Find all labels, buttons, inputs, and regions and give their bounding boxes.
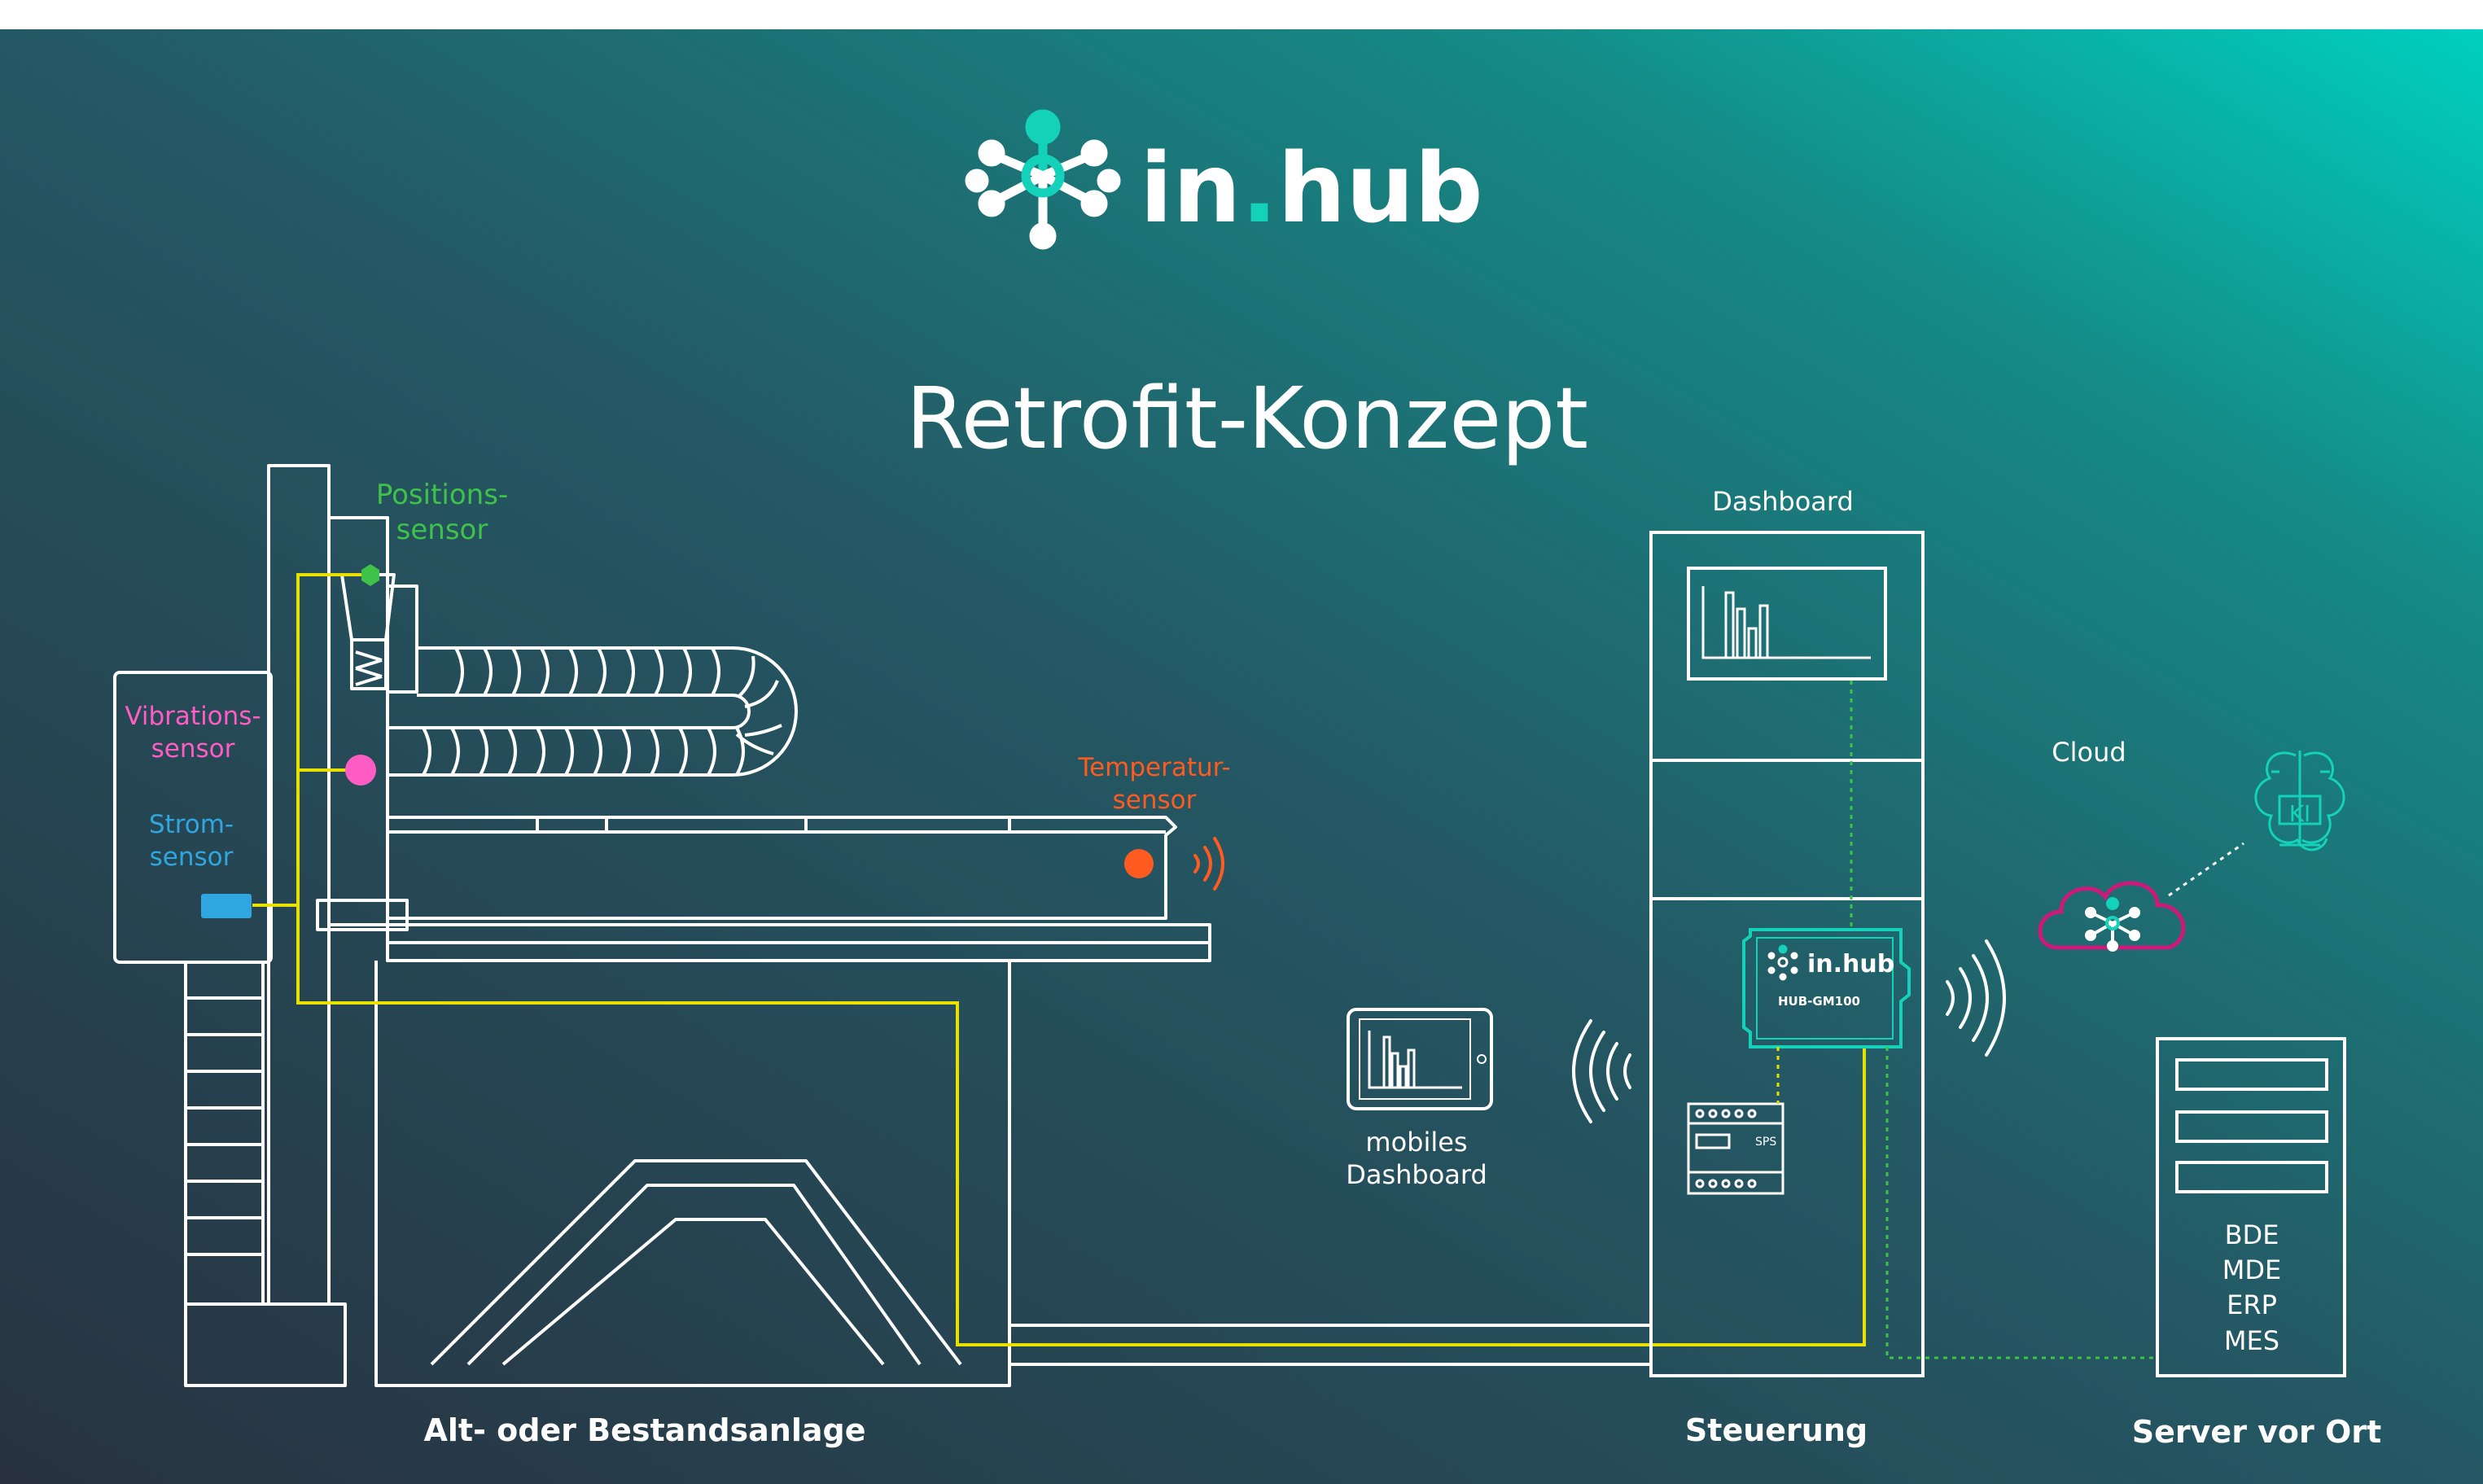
caption-server: Server vor Ort	[2132, 1414, 2381, 1450]
cloud-icon	[2038, 881, 2186, 952]
current-sensor-label-1: Strom-	[149, 810, 234, 839]
machine-base	[184, 1302, 347, 1387]
dashboard-label: Dashboard	[1712, 486, 1854, 517]
cloud-hub-icon	[2085, 897, 2140, 952]
temperature-sensor-marker	[1124, 849, 1154, 878]
temperature-sensor-label-1: Temperatur-	[1077, 753, 1230, 782]
vibration-sensor-label-2: sensor	[151, 734, 235, 764]
server-system-mde: MDE	[2222, 1254, 2281, 1285]
network-hub-icon	[965, 109, 1121, 250]
background	[0, 29, 2483, 1484]
mobile-signal-icon	[1572, 1019, 1631, 1123]
on-site-server	[2156, 1037, 2346, 1377]
position-sensor-label-2: sensor	[396, 514, 488, 546]
dashboard-chart-icon	[1701, 586, 1871, 659]
server-slot	[2175, 1110, 2328, 1143]
mobile-chart-icon	[1368, 1031, 1462, 1089]
current-sensor-marker	[201, 894, 252, 918]
temperature-sensor-label-2: sensor	[1113, 786, 1197, 815]
current-sensor-label-2: sensor	[150, 843, 234, 872]
sps-label: SPS	[1755, 1136, 1776, 1149]
mobile-dashboard-label-1: mobiles	[1365, 1127, 1467, 1158]
ai-brain-icon	[2254, 751, 2345, 851]
server-system-mes: MES	[2224, 1325, 2279, 1356]
mobile-dashboard-label-2: Dashboard	[1346, 1159, 1487, 1190]
vibration-sensor: Vibrations- sensor	[125, 702, 376, 786]
sps-module	[1687, 1102, 1785, 1195]
current-sensor: Strom- sensor	[149, 810, 252, 918]
control-cabinet	[1649, 531, 1925, 1377]
dashboard-screen	[1687, 567, 1887, 681]
ki-label: KI	[2289, 800, 2311, 827]
inhub-logo: in.hub	[965, 109, 1483, 250]
hopper-outline	[430, 1159, 962, 1366]
caption-machine: Alt- oder Bestandsanlage	[423, 1412, 865, 1448]
temperature-signal-icon	[1193, 837, 1224, 891]
hub-device	[1742, 928, 1911, 1048]
logo-wordmark: in.hub	[1140, 132, 1483, 244]
caption-control: Steuerung	[1685, 1412, 1868, 1448]
server-system-erp: ERP	[2227, 1289, 2277, 1320]
cloud-label: Cloud	[2052, 737, 2126, 768]
vibration-sensor-marker	[345, 755, 376, 786]
retrofit-diagram: in.hub Retrofit-Konzept	[0, 29, 2483, 1484]
control-cabinet-outline	[1649, 531, 1925, 1377]
position-sensor-label-1: Positions-	[376, 479, 508, 511]
diagram-stage: in.hub Retrofit-Konzept	[0, 29, 2483, 1484]
hub-device-model: HUB-GM100	[1778, 994, 1860, 1009]
server-rack	[2156, 1037, 2346, 1377]
hub-device-brand: in.hub	[1807, 950, 1894, 978]
position-sensor: Positions- sensor	[361, 479, 508, 586]
server-slot	[2175, 1161, 2328, 1193]
server-slot	[2175, 1058, 2328, 1091]
server-system-bde: BDE	[2225, 1219, 2279, 1250]
data-links	[1776, 681, 2244, 1359]
page-title: Retrofit-Konzept	[906, 369, 1588, 468]
legacy-machine	[113, 464, 1651, 1387]
temperature-sensor: Temperatur- sensor	[1077, 753, 1231, 891]
vibration-sensor-label-1: Vibrations-	[125, 702, 261, 731]
position-sensor-marker	[361, 564, 379, 586]
mobile-dashboard-tablet	[1347, 1008, 1493, 1110]
hub-device-icon	[1767, 944, 1798, 981]
wifi-signal-icon	[1946, 939, 2006, 1057]
